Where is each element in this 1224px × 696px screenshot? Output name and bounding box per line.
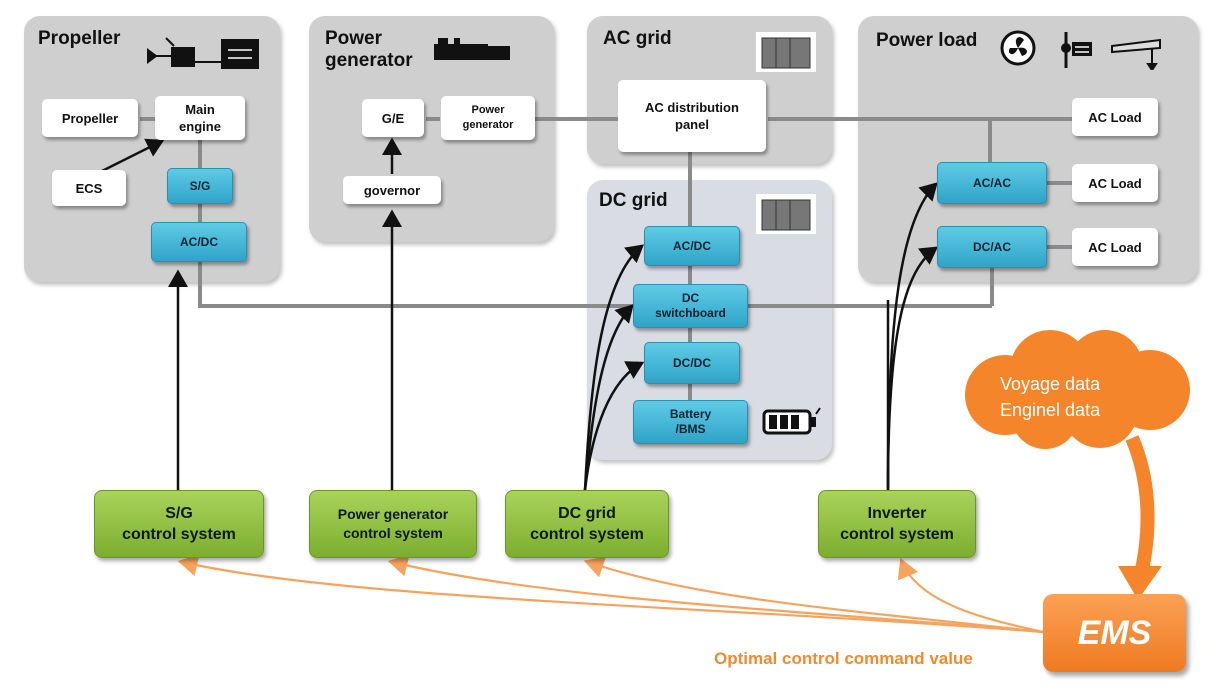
dc-acdc-converter: AC/DC	[644, 226, 740, 266]
crane-icon	[1111, 38, 1161, 70]
power-load-panel-title: Power load	[876, 30, 978, 51]
battery-icon	[762, 407, 821, 435]
cloud-line-engine: Enginel data	[1000, 400, 1101, 420]
ac-distribution-panel: AC distribution panel	[618, 80, 766, 152]
dc-grid-control-system: DC grid control system	[505, 490, 669, 558]
control-arrows	[91, 137, 939, 491]
command-caption: Optimal control command value	[714, 649, 973, 668]
main-engine-box: Main engine	[155, 96, 245, 140]
inverter-control-system: Inverter control system	[818, 490, 976, 558]
cloud-icon	[965, 330, 1190, 449]
switchgear-cabinet-icon	[756, 32, 816, 72]
ems-box: EMS	[1043, 594, 1186, 672]
propeller-acdc-converter: AC/DC	[151, 222, 247, 262]
acac-converter: AC/AC	[937, 162, 1047, 204]
dc-grid-panel-title: DC grid	[599, 190, 668, 211]
ac-load-3: AC Load	[1072, 228, 1158, 266]
power-generator-control-system: Power generator control system	[309, 490, 477, 558]
sg-control-system: S/G control system	[94, 490, 264, 558]
command-arrows	[177, 554, 1044, 634]
switchgear-cabinet-icon	[756, 194, 816, 234]
propeller-box: Propeller	[42, 99, 138, 137]
propeller-engine-icon	[147, 37, 259, 69]
cloud-to-ems-arrow	[1125, 435, 1155, 580]
ge-box: G/E	[362, 99, 424, 137]
dcac-converter: DC/AC	[937, 226, 1047, 268]
power-generator-panel-title: Power generator	[325, 28, 413, 71]
propeller-panel-title: Propeller	[38, 28, 121, 49]
fan-icon	[1000, 30, 1036, 66]
sg-converter: S/G	[167, 168, 233, 204]
governor-box: governor	[343, 176, 441, 204]
dc-switchboard: DC switchboard	[633, 284, 748, 328]
ecs-box: ECS	[52, 170, 126, 206]
ac-load-2: AC Load	[1072, 164, 1158, 202]
ac-grid-panel-title: AC grid	[603, 28, 672, 49]
ac-load-1: AC Load	[1072, 98, 1158, 136]
dcdc-converter: DC/DC	[644, 342, 740, 384]
power-generator-box: Power generator	[441, 96, 535, 140]
diesel-generator-icon	[434, 38, 510, 60]
battery-bms: Battery /BMS	[633, 400, 748, 444]
cloud-line-voyage: Voyage data	[1000, 374, 1101, 394]
pump-icon	[1061, 32, 1092, 68]
power-bus-lines	[140, 117, 1072, 400]
